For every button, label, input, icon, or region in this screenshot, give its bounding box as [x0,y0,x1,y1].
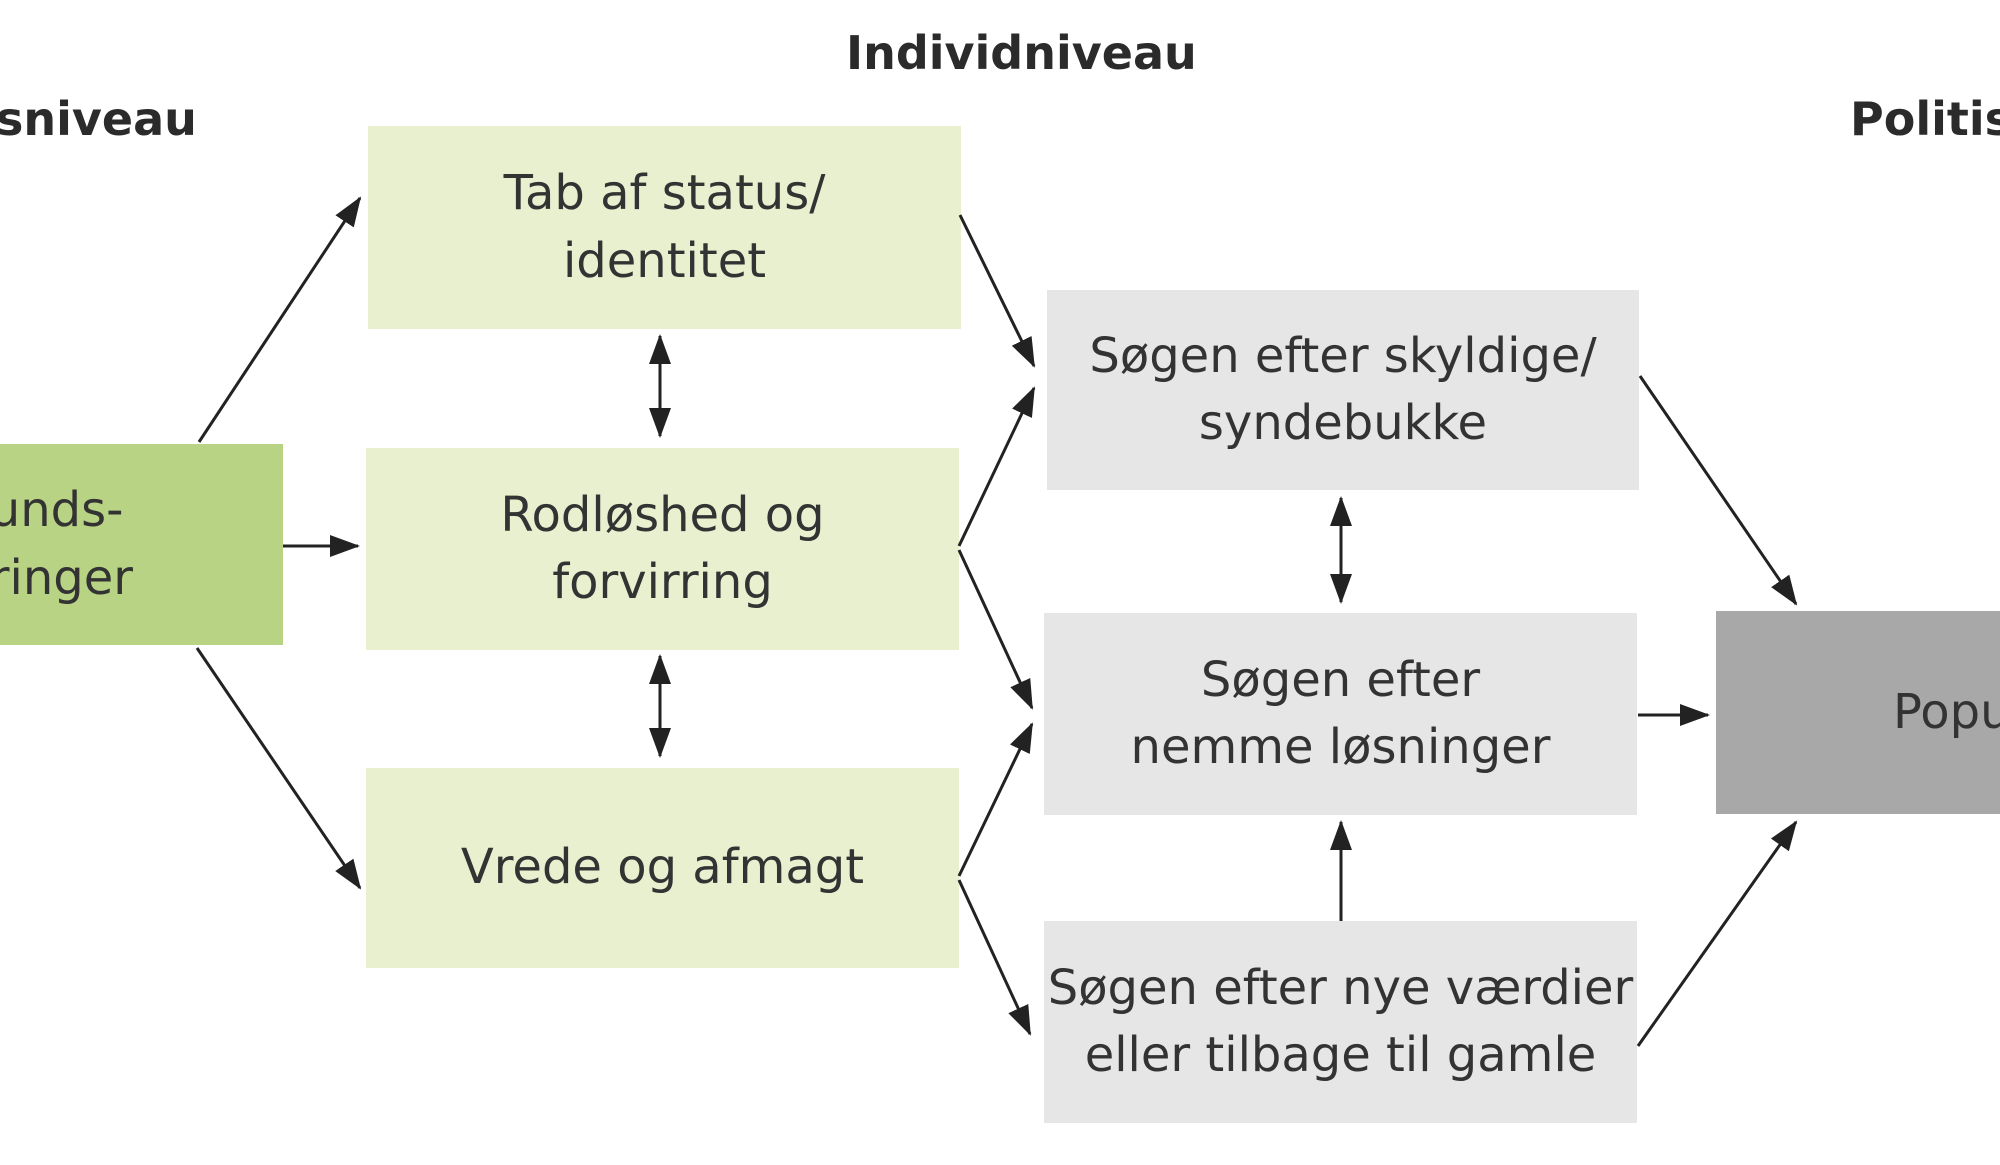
arrow-vaerdier-to-popu [1636,820,1798,1047]
box-vaerdier-label: Søgen efter nye værdier eller tilbage ti… [1047,959,1634,1083]
box-vaerdier: Søgen efter nye værdier eller tilbage ti… [1044,921,1637,1123]
box-source-label: unds- ringer [0,482,133,606]
arrow-status-to-skyldige [958,214,1036,368]
arrow-vrede-to-vaerdier [957,879,1032,1036]
box-nemme-label: Søgen efter nemme løsninger [1130,651,1551,775]
box-source: unds- ringer [0,444,283,645]
box-vrede: Vrede og afmagt [366,768,959,968]
header-right: Politis [1850,92,2000,146]
box-nemme: Søgen efter nemme løsninger [1044,613,1637,815]
box-skyldige: Søgen efter skyldige/ syndebukke [1047,290,1639,490]
box-skyldige-label: Søgen efter skyldige/ syndebukke [1089,327,1597,451]
arrow-source-to-vrede [195,647,362,890]
arrow-skyldige-to-popu [1638,375,1798,606]
arrow-vrede-to-nemme [957,722,1034,877]
box-status-label: Tab af status/ identitet [503,165,826,289]
box-rodloshed: Rodløshed og forvirring [366,448,959,650]
box-status: Tab af status/ identitet [368,126,961,329]
box-rodloshed-label: Rodløshed og forvirring [500,486,825,610]
header-center: Individniveau [846,26,1197,80]
box-vrede-label: Vrede og afmagt [460,839,865,896]
arrow-source-to-status [197,196,362,443]
arrow-rodloshed-to-nemme [957,549,1034,710]
arrow-rodloshed-to-skyldige [957,386,1036,547]
box-popu: Popu [1716,611,2000,814]
header-left: sniveau [0,92,197,146]
box-popu-label: Popu [1893,683,2000,740]
